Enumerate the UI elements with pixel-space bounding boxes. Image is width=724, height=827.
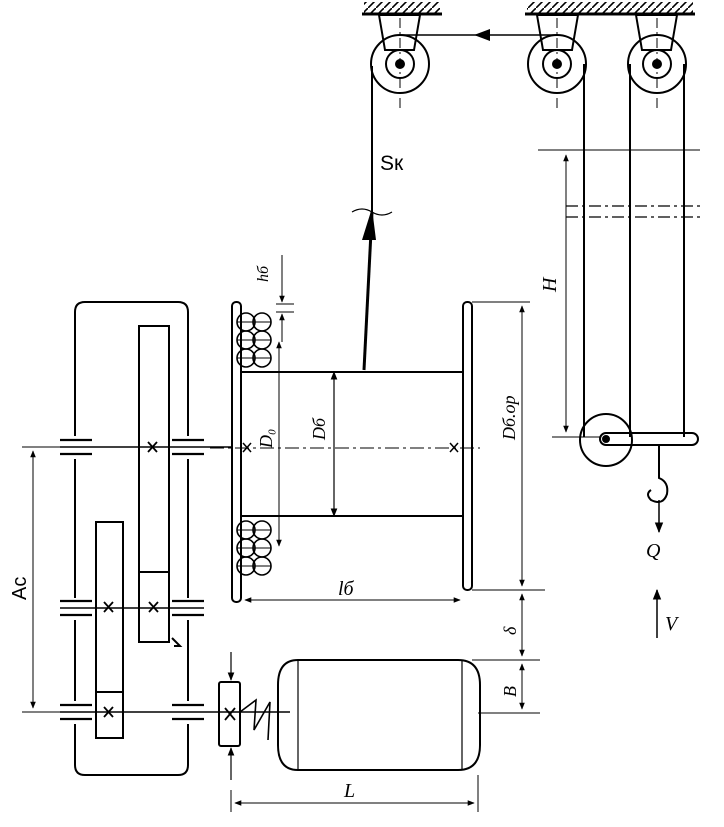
- gear-large-bottom: [95, 521, 124, 739]
- label-lift-height: H: [539, 276, 561, 293]
- ceiling-support-right: [525, 2, 695, 16]
- label-motor-length: L: [343, 780, 355, 802]
- gear-mesh-mark: [171, 637, 183, 647]
- label-d0: D₀: [256, 429, 276, 449]
- rope-break-mark: [351, 208, 393, 216]
- hb-dimension: [276, 255, 294, 342]
- top-pulley-left: [370, 14, 430, 108]
- label-center-distance: Ac: [9, 577, 31, 600]
- delta-b-dimension: [472, 593, 540, 714]
- rope-tension-arrow: [362, 208, 376, 240]
- drum-center-mark-right: [449, 442, 459, 453]
- label-drum-length: lб: [338, 578, 355, 600]
- label-rope-tension: Sк: [380, 152, 404, 175]
- drum-right-flange: [462, 301, 473, 591]
- ac-dimension: [22, 446, 60, 713]
- rope-coils-bottom: [236, 520, 272, 576]
- motor: [277, 659, 481, 771]
- rope-coils-top: [236, 312, 272, 368]
- dbor-dimension: [472, 301, 545, 591]
- label-gap: δ: [500, 626, 520, 635]
- ceiling-support-left: [362, 2, 442, 16]
- label-coil-pitch: hб: [255, 265, 272, 282]
- height-dimension: [538, 149, 700, 438]
- hook-block: [579, 413, 699, 503]
- gearbox-bearings: [60, 438, 204, 721]
- label-drum-diameter: Dб: [309, 417, 329, 441]
- label-flange-diameter: Dб.ор: [499, 395, 519, 441]
- top-pulley-right: [627, 14, 687, 108]
- label-load: Q: [646, 540, 661, 562]
- rope-direction-arrow: [474, 29, 490, 41]
- top-pulley-middle: [527, 14, 587, 108]
- drum-left-flange: [231, 301, 242, 603]
- label-velocity: V: [665, 613, 680, 635]
- brake-coupling: [218, 652, 271, 780]
- rope-break-marks: [566, 205, 700, 218]
- gearbox-housing: [74, 301, 189, 776]
- gear-large-top: [138, 325, 170, 643]
- motor-length-dimension: [230, 775, 479, 812]
- label-motor-offset: B: [500, 686, 520, 697]
- drum-center-mark-left: [242, 442, 252, 453]
